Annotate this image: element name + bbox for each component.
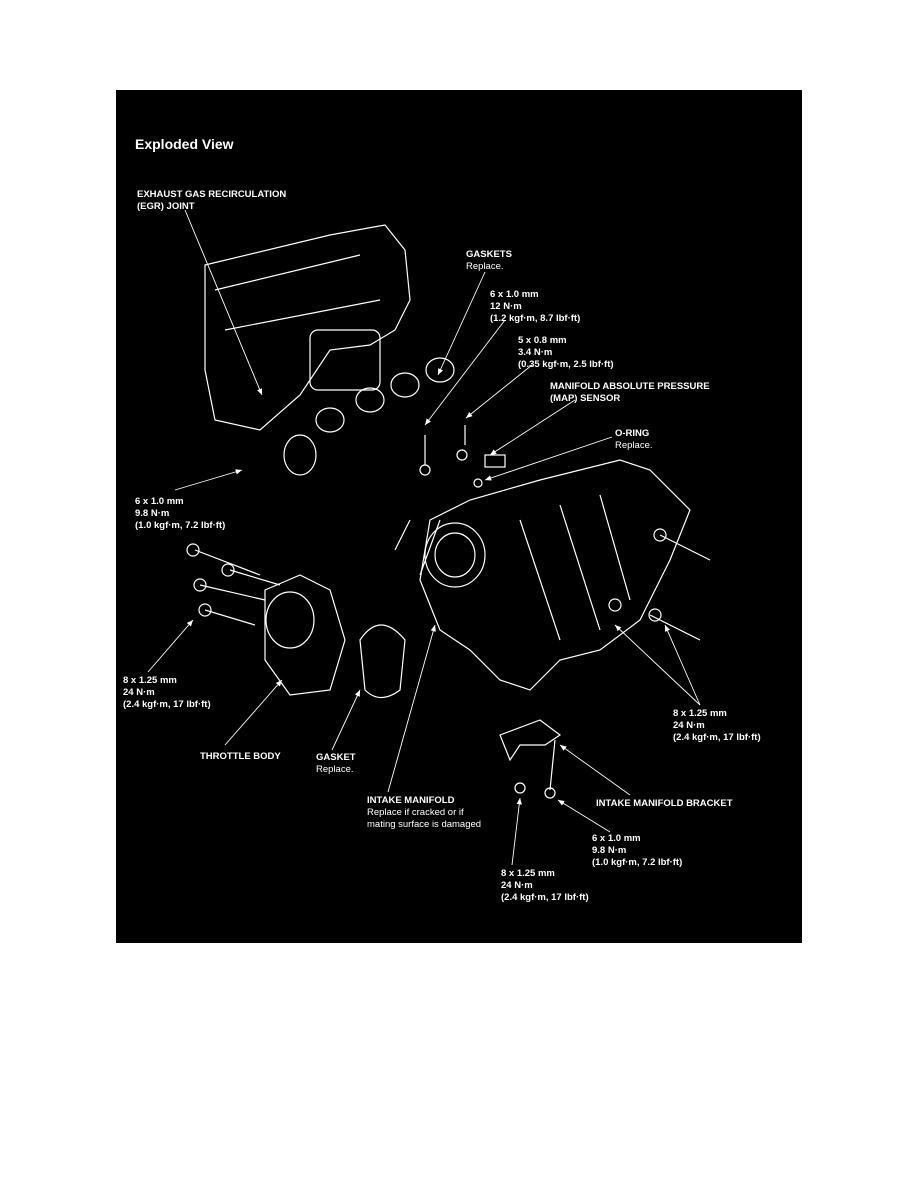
- bolt-size: 6 x 1.0 mm: [490, 289, 539, 300]
- bolt-torque-alt: (2.4 kgf·m, 17 lbf·ft): [501, 892, 589, 903]
- o-ring-note: Replace.: [615, 440, 653, 451]
- label-intake-manifold-bracket: INTAKE MANIFOLD BRACKET: [596, 798, 733, 810]
- egr-joint: [283, 434, 317, 476]
- bolt-torque-alt: (2.4 kgf·m, 17 lbf·ft): [673, 732, 761, 743]
- cylinder-head: [204, 224, 411, 431]
- bolt-size: 6 x 1.0 mm: [135, 496, 184, 507]
- bolt-size: 8 x 1.25 mm: [123, 675, 177, 686]
- bolt-torque-alt: (1.0 kgf·m, 7.2 lbf·ft): [592, 857, 683, 868]
- gaskets-note: Replace.: [466, 261, 504, 272]
- label-map-sensor: MANIFOLD ABSOLUTE PRESSURE (MAP) SENSOR: [550, 381, 710, 405]
- label-bolt-8x125-bottom: 8 x 1.25 mm 24 N·m (2.4 kgf·m, 17 lbf·ft…: [501, 868, 589, 904]
- label-gaskets: GASKETS Replace.: [466, 249, 512, 273]
- bolt-size: 8 x 1.25 mm: [673, 708, 727, 719]
- label-intake-manifold: INTAKE MANIFOLD Replace if cracked or if…: [367, 795, 481, 830]
- intake-manifold-note1: Replace if cracked or if: [367, 807, 464, 818]
- bolt-torque: 9.8 N·m: [592, 845, 627, 856]
- bolt-size: 8 x 1.25 mm: [501, 868, 555, 879]
- bolt-torque: 24 N·m: [501, 880, 533, 891]
- map-line2: (MAP) SENSOR: [550, 393, 621, 404]
- bolt-torque: 24 N·m: [123, 687, 155, 698]
- gasket-port: [425, 357, 455, 383]
- label-egr-joint: EXHAUST GAS RECIRCULATION (EGR) JOINT: [137, 189, 286, 213]
- gasket-port: [390, 372, 420, 398]
- bolt-torque-alt: (1.2 kgf·m, 8.7 lbf·ft): [490, 313, 581, 324]
- throttle-body-name: THROTTLE BODY: [200, 751, 281, 762]
- label-o-ring: O-RING Replace.: [615, 428, 653, 452]
- bolt-torque-alt: (2.4 kgf·m, 17 lbf·ft): [123, 699, 211, 710]
- intake-manifold-name: INTAKE MANIFOLD: [367, 795, 455, 806]
- bolt-torque: 12 N·m: [490, 301, 522, 312]
- bolt-size: 6 x 1.0 mm: [592, 833, 641, 844]
- intake-manifold: [419, 459, 691, 691]
- label-bolt-8x125-left: 8 x 1.25 mm 24 N·m (2.4 kgf·m, 17 lbf·ft…: [123, 675, 211, 711]
- gaskets-name: GASKETS: [466, 249, 512, 260]
- bolt-torque: 24 N·m: [673, 720, 705, 731]
- bolt-torque-alt: (1.0 kgf·m, 7.2 lbf·ft): [135, 520, 226, 531]
- o-ring-name: O-RING: [615, 428, 650, 439]
- page-title: Exploded View: [135, 136, 234, 152]
- gasket-name: GASKET: [316, 752, 356, 763]
- gasket-port: [315, 407, 345, 433]
- bolt-torque-alt: (0.35 kgf·m, 2.5 lbf·ft): [518, 359, 614, 370]
- bolt-torque: 3.4 N·m: [518, 347, 553, 358]
- gasket-note: Replace.: [316, 764, 354, 775]
- bracket-shape: [499, 719, 562, 762]
- egr-line2: (EGR) JOINT: [137, 201, 195, 212]
- bracket-name: INTAKE MANIFOLD BRACKET: [596, 798, 733, 809]
- map-line1: MANIFOLD ABSOLUTE PRESSURE: [550, 381, 710, 392]
- intake-manifold-note2: mating surface is damaged: [367, 819, 482, 830]
- label-bolt-8x125-right: 8 x 1.25 mm 24 N·m (2.4 kgf·m, 17 lbf·ft…: [673, 708, 761, 744]
- label-throttle-body: THROTTLE BODY: [200, 751, 281, 763]
- gasket-port: [355, 387, 385, 413]
- egr-line1: EXHAUST GAS RECIRCULATION: [137, 189, 287, 200]
- label-bolt-6x10-12nm: 6 x 1.0 mm 12 N·m (1.2 kgf·m, 8.7 lbf·ft…: [490, 289, 580, 325]
- bolt-size: 5 x 0.8 mm: [518, 335, 567, 346]
- label-gasket: GASKET Replace.: [316, 752, 356, 776]
- label-bolt-5x08: 5 x 0.8 mm 3.4 N·m (0.35 kgf·m, 2.5 lbf·…: [518, 335, 614, 371]
- label-bolt-6x10-left: 6 x 1.0 mm 9.8 N·m (1.0 kgf·m, 7.2 lbf·f…: [135, 496, 225, 532]
- bolt-torque: 9.8 N·m: [135, 508, 170, 519]
- throttle-body-shape: [264, 574, 346, 696]
- label-bolt-6x10-bottom: 6 x 1.0 mm 9.8 N·m (1.0 kgf·m, 7.2 lbf·f…: [592, 833, 682, 869]
- throttle-gasket: [359, 624, 406, 699]
